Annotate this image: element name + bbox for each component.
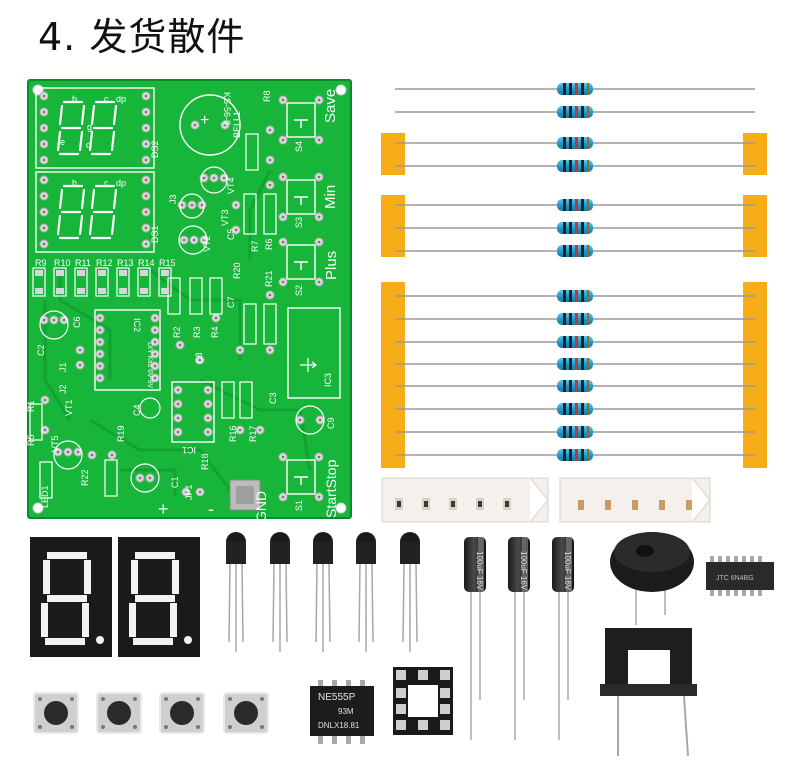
- svg-text:R12: R12: [96, 258, 113, 268]
- electrolytic-capacitors: 100uF 16V 100uF 16V 100uF 16V: [464, 537, 574, 740]
- svg-text:C3: C3: [268, 392, 278, 404]
- page-title: 4. 发货散件: [38, 15, 246, 59]
- svg-text:IC2: IC2: [132, 318, 142, 332]
- svg-text:R17: R17: [248, 425, 258, 442]
- svg-text:100uF 16V: 100uF 16V: [563, 551, 572, 591]
- tact-switches: [33, 692, 269, 734]
- svg-text:R10: R10: [54, 258, 71, 268]
- svg-text:f: f: [60, 110, 63, 120]
- svg-text:dp: dp: [116, 178, 126, 188]
- svg-text:d: d: [86, 140, 91, 150]
- pcb-board: Save Min Plus StartStop GND S4 S3 S2 S1 …: [26, 79, 352, 522]
- chip-line-1: NE555P: [318, 692, 356, 703]
- svg-text:DS1: DS1: [150, 225, 160, 243]
- plus-sign-bell: +: [200, 112, 209, 129]
- svg-text:100uF 16V: 100uF 16V: [519, 551, 528, 591]
- smd-tape-left: [381, 477, 549, 523]
- smd-ic-label: JTC 6N4BG: [716, 575, 754, 582]
- svg-text:VT4: VT4: [226, 177, 236, 194]
- svg-text:R2: R2: [172, 326, 182, 338]
- svg-text:S1: S1: [294, 500, 304, 511]
- minus-sign: -: [208, 499, 214, 519]
- svg-text:R22: R22: [80, 469, 90, 486]
- svg-text:b: b: [72, 94, 77, 104]
- gnd-label: GND: [253, 491, 269, 522]
- svg-text:C8: C8: [194, 352, 204, 364]
- svg-text:J3: J3: [168, 194, 178, 204]
- svg-text:b: b: [72, 178, 77, 188]
- startstop-label: StartStop: [323, 459, 339, 518]
- buzzer: [610, 532, 694, 625]
- svg-text:VT3: VT3: [220, 209, 230, 226]
- seven-segment-display-1: [30, 537, 112, 657]
- chip-line-3: DNLX18.81: [318, 721, 360, 730]
- ne555-chip: NE555P 93M DNLX18.81: [310, 680, 374, 744]
- svg-text:R14: R14: [138, 258, 155, 268]
- svg-text:C5: C5: [226, 228, 236, 240]
- svg-text:R7: R7: [250, 240, 260, 252]
- svg-text:R13: R13: [117, 258, 134, 268]
- svg-text:IC3: IC3: [323, 373, 333, 387]
- svg-text:R15: R15: [159, 258, 176, 268]
- svg-text:e: e: [60, 137, 65, 147]
- svg-text:R1: R1: [26, 400, 36, 412]
- svg-text:R8: R8: [262, 90, 272, 102]
- svg-text:C4: C4: [132, 404, 142, 416]
- plus-label: Plus: [323, 251, 340, 280]
- svg-text:R16: R16: [228, 425, 238, 442]
- svg-text:R5: R5: [26, 434, 36, 446]
- svg-text:f: f: [60, 196, 63, 206]
- svg-text:VT2: VT2: [202, 235, 212, 252]
- svg-text:g: g: [87, 122, 92, 132]
- svg-text:BELL1: BELL1: [232, 111, 242, 138]
- svg-text:C2: C2: [36, 344, 46, 356]
- svg-text:KS-56-8: KS-56-8: [222, 92, 232, 125]
- resistor-bundle: [381, 82, 767, 468]
- svg-text:IC1: IC1: [182, 445, 196, 455]
- svg-text:R19: R19: [116, 425, 126, 442]
- seven-segment-display-2: [118, 537, 200, 657]
- svg-text:C7: C7: [226, 296, 236, 308]
- svg-text:S4: S4: [294, 141, 304, 152]
- svg-text:LED1: LED1: [40, 485, 50, 508]
- svg-text:C1: C1: [170, 476, 180, 488]
- save-label: Save: [322, 89, 339, 123]
- smd-tape-right: [559, 477, 711, 523]
- svg-text:c: c: [104, 178, 109, 188]
- svg-text:VT5: VT5: [50, 435, 60, 452]
- capacitor-label: 100uF 16V: [475, 551, 484, 591]
- svg-text:dp: dp: [116, 94, 126, 104]
- min-label: Min: [322, 185, 339, 209]
- photo-interrupter: [600, 628, 697, 757]
- svg-text:C6: C6: [72, 316, 82, 328]
- svg-text:DS2: DS2: [150, 140, 160, 158]
- svg-text:c: c: [104, 94, 109, 104]
- plus-sign: +: [158, 499, 169, 519]
- svg-text:R11: R11: [75, 258, 91, 268]
- svg-text:R3: R3: [192, 326, 202, 338]
- svg-text:J1: J1: [58, 362, 68, 372]
- svg-text:R20: R20: [232, 262, 242, 279]
- svg-text:S2: S2: [294, 285, 304, 296]
- svg-text:JP1: JP1: [184, 484, 194, 500]
- svg-text:R18: R18: [200, 453, 210, 470]
- transistors: [225, 531, 421, 653]
- pcb-watermark: DIY Kits 6V-9V: [146, 342, 153, 389]
- svg-text:R21: R21: [264, 270, 274, 287]
- chip-line-2: 93M: [338, 707, 354, 716]
- smd-ic: JTC 6N4BG: [706, 556, 774, 596]
- dip-socket: [393, 667, 453, 735]
- svg-text:C9: C9: [326, 417, 336, 429]
- svg-text:R4: R4: [210, 326, 220, 338]
- svg-text:R9: R9: [35, 258, 47, 268]
- svg-text:R6: R6: [264, 238, 274, 250]
- svg-text:J2: J2: [58, 384, 68, 394]
- svg-text:VT1: VT1: [64, 399, 74, 416]
- svg-text:S3: S3: [294, 217, 304, 228]
